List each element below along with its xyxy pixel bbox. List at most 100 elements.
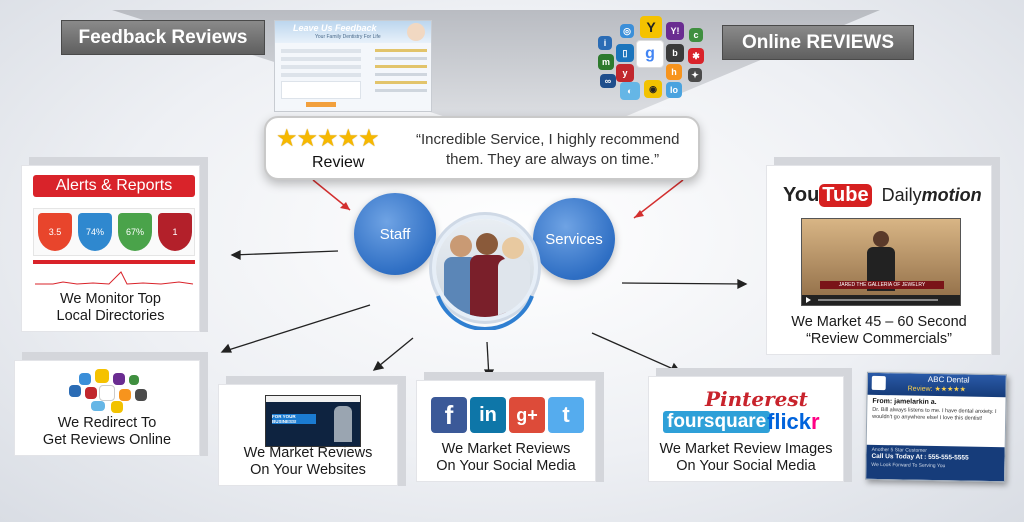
flickr-logo: flickr bbox=[767, 409, 820, 434]
linkedin-icon: in bbox=[470, 397, 506, 433]
avatar bbox=[407, 23, 425, 41]
alerts-caption-line1: We Monitor Top bbox=[59, 291, 161, 307]
website-thumbnail: FOR YOUR BUSINESS! bbox=[265, 395, 361, 447]
compass-icon-small bbox=[135, 389, 147, 401]
yelp-icon-small bbox=[85, 387, 97, 399]
video-caption-line1: We Market 45 – 60 Second bbox=[791, 314, 967, 330]
red-arrow-right bbox=[633, 179, 684, 219]
gauge-percent-b: 67% bbox=[118, 213, 152, 251]
foursquare-logo: foursquare bbox=[663, 411, 771, 433]
arrow-to-redirect bbox=[221, 304, 371, 353]
hotfrog-icon-small bbox=[119, 389, 131, 401]
pinterest-logo: Pinterest bbox=[705, 387, 808, 411]
citysearch-icon: c bbox=[689, 28, 703, 42]
gauge-count: 1 bbox=[158, 213, 192, 251]
arrow-to-video bbox=[621, 282, 747, 285]
mobile-icon: ▯ bbox=[616, 44, 634, 62]
yelp-icon: ✱ bbox=[688, 48, 704, 64]
services-circle: Services bbox=[533, 198, 615, 280]
feedback-form-subtitle: Your Family Dentistry For Life bbox=[315, 34, 381, 40]
citysearch-icon-small bbox=[129, 375, 139, 385]
map-icon: ◎ bbox=[620, 24, 634, 38]
play-icon bbox=[806, 297, 811, 303]
feedback-form-title: Leave Us Feedback bbox=[293, 23, 377, 33]
review-label: Review bbox=[312, 154, 365, 171]
youtube-logo-you: You bbox=[783, 184, 820, 206]
redirect-caption-line2: Get Reviews Online bbox=[42, 432, 172, 448]
feedback-form-thumbnail: Leave Us Feedback Your Family Dentistry … bbox=[274, 20, 432, 112]
dailymotion-logo: Dailymotion bbox=[881, 185, 982, 205]
hotfrog-icon: h bbox=[666, 64, 682, 80]
staff-circle: Staff bbox=[354, 193, 436, 275]
redirect-caption-line1: We Redirect To bbox=[57, 415, 157, 431]
video-banner: JARED THE GALLERIA OF JEWELRY bbox=[820, 281, 944, 289]
insider-icon-small bbox=[69, 385, 81, 397]
dental-card-line3: We Look Forward To Serving You bbox=[871, 461, 946, 470]
local-icon: lo bbox=[666, 82, 682, 98]
redirect-box: We Redirect To Get Reviews Online bbox=[14, 360, 200, 456]
team-photo-ring bbox=[436, 295, 534, 330]
review-images-box: Pinterest foursquare flickr We Market Re… bbox=[648, 376, 844, 482]
alerts-reports-title: Alerts & Reports bbox=[33, 175, 195, 197]
alerts-reports-box: Alerts & Reports 3.5 74% 67% 1 We Monito… bbox=[21, 165, 200, 332]
social-media-box: f in g+ t We Market Reviews On Your Soci… bbox=[416, 380, 596, 482]
dental-card-line2: Call Us Today At : 555-555-5555 bbox=[871, 452, 969, 462]
map-icon-small bbox=[79, 373, 91, 385]
dental-card-rating: Review: ★★★★★ bbox=[907, 385, 966, 394]
dental-card-body: Dr. Bill always listens to me. I have de… bbox=[872, 406, 997, 422]
google-icon-small bbox=[99, 385, 115, 401]
bing-icon-small bbox=[111, 401, 123, 413]
images-caption-line1: We Market Review Images bbox=[659, 441, 833, 457]
googleplus-icon: g+ bbox=[509, 397, 545, 433]
redirect-site-icons bbox=[69, 369, 153, 413]
social-icons: f in g+ t bbox=[431, 397, 584, 433]
yellowpages-icon-small bbox=[95, 369, 109, 383]
review-quote: “Incredible Service, I highly recommend … bbox=[416, 130, 679, 170]
compass-icon: ✦ bbox=[688, 68, 702, 82]
gauge-row: 3.5 74% 67% 1 bbox=[33, 208, 195, 256]
yahoo-icon-small bbox=[113, 373, 125, 385]
gauge-rating: 3.5 bbox=[38, 213, 72, 251]
online-reviews-tag: Online REVIEWS bbox=[722, 25, 914, 60]
video-caption-line2: “Review Commercials” bbox=[806, 331, 952, 347]
infinity-icon: ∞ bbox=[600, 74, 616, 88]
dental-card-from: From: jamelarkin a. bbox=[872, 397, 937, 407]
dental-card-title: ABC Dental bbox=[927, 374, 970, 385]
arrow-to-images bbox=[591, 332, 681, 373]
websites-caption-line1: We Market Reviews bbox=[243, 445, 373, 461]
arrow-to-alerts bbox=[231, 250, 339, 256]
gauge-percent-a: 74% bbox=[78, 213, 112, 251]
yahoo-icon: Y! bbox=[666, 22, 684, 40]
images-caption-line2: On Your Social Media bbox=[676, 458, 816, 474]
five-star-rating-icon: ★★★★★ bbox=[276, 125, 380, 152]
bing-icon: ◉ bbox=[644, 80, 662, 98]
social-caption-line2: On Your Social Media bbox=[436, 458, 576, 474]
websites-box: FOR YOUR BUSINESS! We Market Reviews On … bbox=[218, 384, 398, 486]
trend-line-graph bbox=[33, 260, 195, 285]
yelp-logo-icon: y bbox=[616, 64, 634, 82]
video-controls[interactable] bbox=[802, 295, 960, 305]
website-hero-text: FOR YOUR BUSINESS! bbox=[272, 414, 316, 424]
social-caption-line1: We Market Reviews bbox=[441, 441, 571, 457]
manta-icon: m bbox=[598, 54, 614, 70]
brownbook-icon: b bbox=[666, 44, 684, 62]
dental-review-card: ABC Dental Review: ★★★★★ From: jamelarki… bbox=[865, 371, 1007, 483]
review-quote-box: ★★★★★ Review “Incredible Service, I high… bbox=[264, 116, 700, 180]
websites-caption-line2: On Your Websites bbox=[250, 462, 366, 478]
review-quote-line1: “Incredible Service, I highly recommend bbox=[416, 131, 680, 148]
review-site-icons: ◎ Y Y! c i ▯ g b ✱ m y h ✦ ∞ ◐ ◉ lo bbox=[596, 14, 718, 100]
facebook-icon: f bbox=[431, 397, 467, 433]
review-quote-line2: them. They are always on time.” bbox=[446, 151, 660, 168]
yellowpages-icon: Y bbox=[640, 16, 662, 38]
insider-icon: i bbox=[598, 36, 612, 50]
video-player[interactable]: JARED THE GALLERIA OF JEWELRY bbox=[801, 218, 961, 306]
youtube-logo-tube: Tube bbox=[819, 184, 872, 207]
google-icon: g bbox=[636, 40, 664, 68]
dental-logo-icon bbox=[871, 375, 886, 391]
alerts-caption-line2: Local Directories bbox=[56, 308, 165, 324]
twitter-icon: t bbox=[548, 397, 584, 433]
feedback-reviews-tag: Feedback Reviews bbox=[61, 20, 265, 55]
merchantcircle-icon: ◐ bbox=[620, 82, 640, 100]
